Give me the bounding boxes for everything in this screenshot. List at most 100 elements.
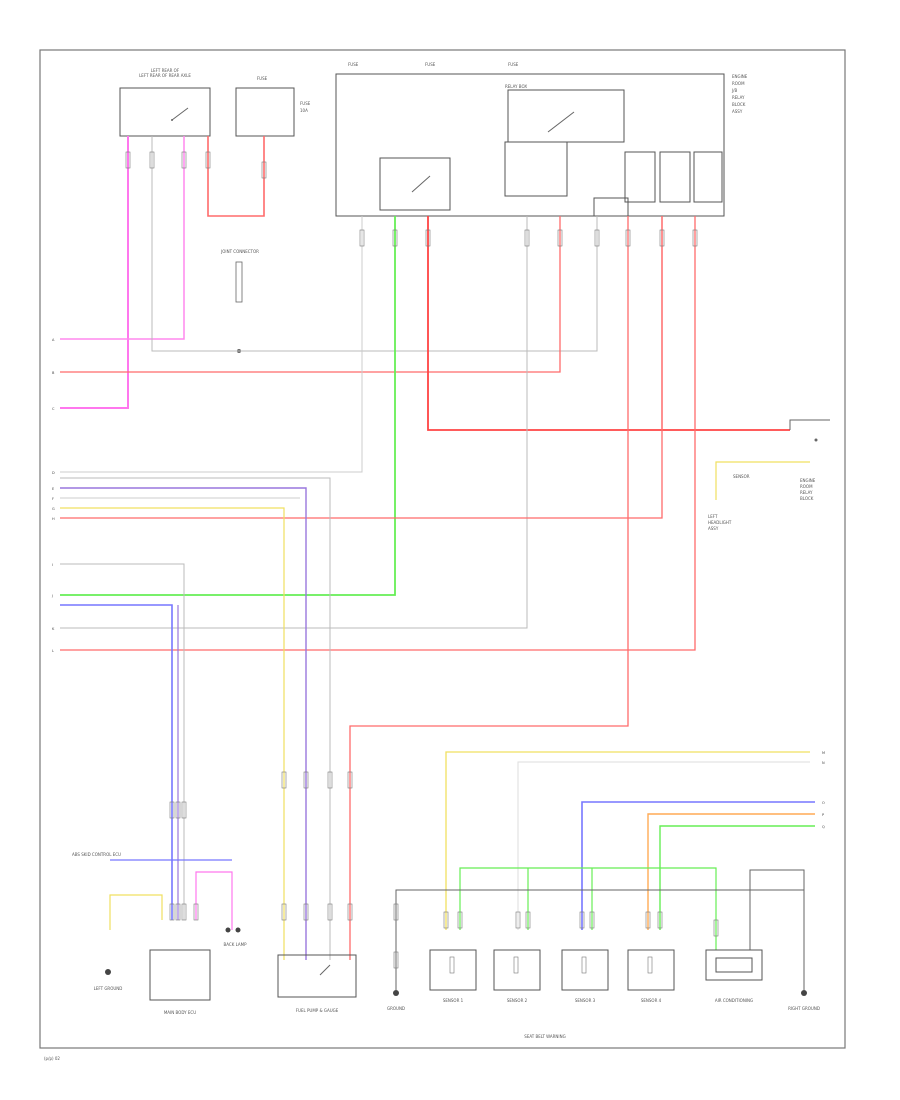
svg-text:RELAY: RELAY — [800, 490, 813, 495]
abs-module-label: ABS SKID CONTROL ECU — [72, 852, 121, 857]
bottom-caption: SEAT BELT WARNING — [524, 1034, 565, 1039]
connector-mark — [557, 229, 563, 247]
page-code: (p/p) 02 — [44, 1056, 60, 1061]
relay-box: FUSE FUSE FUSE RELAY BOX ENGINE ROOM J/B… — [335, 62, 748, 217]
connector-mark — [347, 903, 353, 921]
wire-orange-P — [647, 813, 815, 930]
connector-mark — [327, 903, 333, 921]
svg-text:ENGINE: ENGINE — [732, 74, 748, 79]
wire-blue-O — [581, 801, 815, 930]
wire-yellow-2 — [109, 894, 163, 930]
connector-mark — [281, 771, 287, 789]
svg-text:ROOM: ROOM — [800, 484, 813, 489]
connector-mark — [327, 771, 333, 789]
wire-pink-1 — [60, 136, 129, 409]
connector-mark — [625, 229, 631, 247]
connector-mark — [181, 151, 187, 169]
connector-mark — [261, 161, 267, 179]
svg-text:SENSOR: SENSOR — [733, 474, 750, 479]
svg-text:HEADLIGHT: HEADLIGHT — [708, 520, 732, 525]
svg-text:ROOM: ROOM — [732, 81, 745, 86]
svg-text:LEFT GROUND: LEFT GROUND — [94, 986, 123, 991]
svg-text:E: E — [52, 487, 54, 491]
wire-violet-1 — [60, 487, 307, 960]
wire-blue-1 — [60, 604, 173, 920]
right-ecu-connector: SENSOR ENGINE ROOM RELAY BLOCK LEFT HEAD… — [708, 419, 830, 531]
connector-mark — [393, 951, 399, 969]
svg-text:GROUND: GROUND — [387, 1006, 405, 1011]
connector-mark — [169, 801, 175, 819]
connector-mark — [303, 771, 309, 789]
wire-gray-right — [749, 869, 805, 990]
wire-green-2 — [459, 867, 717, 950]
connector-mark — [205, 151, 211, 169]
connector-mark — [193, 903, 199, 921]
connector-mark — [175, 903, 181, 921]
svg-text:ASSY: ASSY — [708, 526, 719, 531]
svg-text:10A: 10A — [300, 108, 308, 113]
connector-mark — [647, 956, 653, 974]
svg-text:O: O — [822, 801, 825, 805]
wire-pink-3 — [195, 871, 233, 930]
svg-text:ABS SKID CONTROL ECU: ABS SKID CONTROL ECU — [72, 852, 121, 857]
connector-mark — [657, 911, 663, 929]
svg-text:J/B: J/B — [731, 88, 738, 93]
svg-text:AIR CONDITIONING: AIR CONDITIONING — [715, 998, 753, 1003]
connector-mark — [392, 229, 398, 247]
connector-mark — [713, 919, 719, 937]
svg-text:SENSOR 1: SENSOR 1 — [443, 998, 464, 1003]
connector-mark — [659, 229, 665, 247]
wire-red-long — [349, 216, 629, 960]
sensor-3: SENSOR 3 — [561, 949, 609, 1003]
wire-white-N — [517, 761, 810, 930]
svg-text:JOINT CONNECTOR: JOINT CONNECTOR — [220, 249, 259, 254]
svg-text:FUSE: FUSE — [508, 62, 519, 67]
wire-red-main — [427, 216, 790, 431]
connector-mark — [645, 911, 651, 929]
svg-text:L: L — [52, 649, 54, 653]
connector-mark — [425, 229, 431, 247]
connector-mark — [515, 911, 521, 929]
connector-mark — [589, 911, 595, 929]
connector-mark — [579, 911, 585, 929]
connector-mark — [359, 229, 365, 247]
svg-text:MAIN BODY ECU: MAIN BODY ECU — [164, 1010, 196, 1015]
svg-text:ENGINE: ENGINE — [800, 478, 816, 483]
connector-mark — [303, 903, 309, 921]
svg-text:K: K — [52, 627, 55, 631]
wire-red-E — [60, 430, 663, 519]
ground-connector: JOINT CONNECTOR — [220, 249, 259, 353]
svg-text:C: C — [52, 407, 55, 411]
sensor-1: SENSOR 1 — [429, 949, 477, 1003]
wire-green — [60, 216, 396, 596]
connector-marks — [125, 151, 719, 974]
sensor-4: SENSOR 4 — [627, 949, 675, 1003]
svg-text:FUEL PUMP & GAUGE: FUEL PUMP & GAUGE — [296, 1008, 339, 1013]
connector-mark — [457, 911, 463, 929]
wire-yellow-M — [445, 751, 810, 930]
right-ground-2: RIGHT GROUND — [788, 990, 820, 1011]
connector-mark — [175, 801, 181, 819]
svg-text:SENSOR 3: SENSOR 3 — [575, 998, 596, 1003]
svg-text:J: J — [51, 594, 53, 598]
svg-text:ASSY: ASSY — [732, 109, 743, 114]
connector-mark — [524, 229, 530, 247]
connector-mark — [181, 903, 187, 921]
svg-text:M: M — [822, 751, 825, 755]
svg-text:FUSE: FUSE — [257, 76, 268, 81]
svg-text:LEFT REAR OF REAR AXLE: LEFT REAR OF REAR AXLE — [139, 73, 191, 78]
svg-text:D: D — [52, 471, 55, 475]
wire-gray-5 — [60, 563, 185, 920]
connector-mark — [449, 956, 455, 974]
svg-text:FUSE: FUSE — [348, 62, 359, 67]
connector-mark — [594, 229, 600, 247]
svg-text:SENSOR 4: SENSOR 4 — [641, 998, 662, 1003]
rear-ecu: MAIN BODY ECU — [149, 949, 211, 1015]
wire-green-Q — [659, 825, 815, 930]
connector-mark — [281, 903, 287, 921]
right-ground-1: GROUND — [387, 990, 405, 1011]
connector-mark — [169, 903, 175, 921]
svg-text:A: A — [52, 338, 55, 342]
svg-text:LEFT: LEFT — [708, 514, 718, 519]
svg-text:BLOCK: BLOCK — [800, 496, 814, 501]
